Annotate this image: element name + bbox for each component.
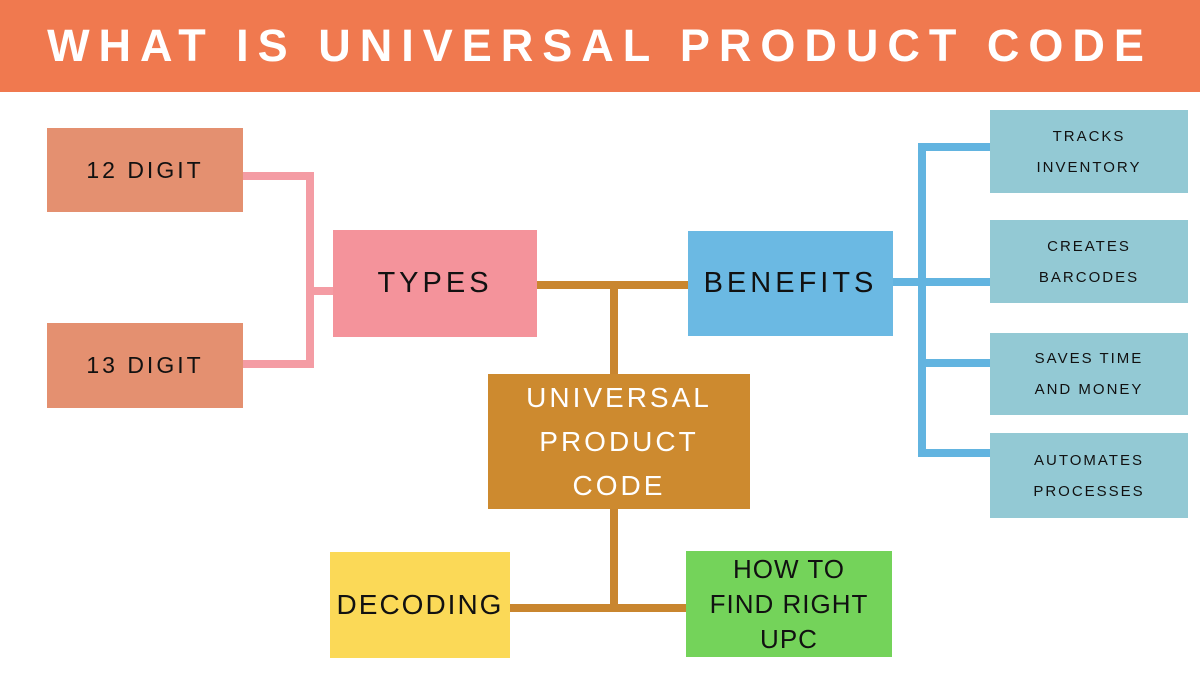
node-types-label: TYPES	[377, 267, 493, 299]
header-banner: WHAT IS UNIVERSAL PRODUCT CODE	[0, 0, 1200, 92]
connector-automates-stub	[926, 449, 990, 457]
upc-line-2: PRODUCT	[539, 425, 699, 457]
node-universal-product-code: UNIVERSAL PRODUCT CODE	[488, 374, 750, 509]
node-saves-time-money: SAVES TIME AND MONEY	[990, 333, 1188, 415]
creates-line-1: CREATES	[1047, 237, 1131, 255]
connector-12digit-horizontal	[243, 172, 314, 180]
saves-line-1: SAVES TIME	[1034, 350, 1144, 367]
connector-benefits-vertical	[918, 143, 926, 457]
connector-upc-top-vertical	[610, 281, 618, 374]
connector-13digit-horizontal	[243, 360, 314, 368]
upc-line-3: CODE	[572, 469, 666, 501]
connector-saves-stub	[926, 359, 990, 367]
node-tracks-inventory: TRACKS INVENTORY	[990, 110, 1188, 193]
saves-line-2: AND MONEY	[1034, 381, 1144, 398]
tracks-line-1: TRACKS	[1052, 127, 1126, 145]
node-12-digit: 12 DIGIT	[47, 128, 243, 212]
node-12-digit-label: 12 DIGIT	[86, 156, 204, 183]
node-benefits-label: BENEFITS	[703, 267, 878, 299]
connector-decoding-howto	[510, 604, 686, 612]
connector-digit-vertical	[306, 172, 314, 368]
creates-line-2: BARCODES	[1038, 268, 1140, 286]
node-decoding-label: DECODING	[336, 589, 504, 620]
connector-tracks-stub	[926, 143, 990, 151]
page-title: WHAT IS UNIVERSAL PRODUCT CODE	[47, 20, 1153, 71]
automates-line-2: PROCESSES	[1033, 482, 1145, 500]
node-13-digit-label: 13 DIGIT	[86, 352, 204, 378]
automates-line-1: AUTOMATES	[1034, 451, 1144, 469]
connector-benefits-horizontal	[893, 278, 990, 286]
howto-line-1: HOW TO	[733, 553, 845, 584]
howto-line-2: FIND RIGHT	[709, 588, 869, 619]
node-types: TYPES	[333, 230, 537, 337]
connector-types-stub	[314, 287, 333, 295]
node-decoding: DECODING	[330, 552, 510, 658]
upc-line-1: UNIVERSAL	[526, 381, 712, 413]
node-automates-processes: AUTOMATES PROCESSES	[990, 433, 1188, 518]
node-benefits: BENEFITS	[688, 231, 893, 336]
node-how-to-find-right-upc: HOW TO FIND RIGHT UPC	[686, 551, 892, 657]
tracks-line-2: INVENTORY	[1036, 158, 1142, 176]
node-13-digit: 13 DIGIT	[47, 323, 243, 408]
node-creates-barcodes: CREATES BARCODES	[990, 220, 1188, 303]
howto-line-3: UPC	[760, 623, 818, 654]
connector-upc-bottom-vertical	[610, 509, 618, 612]
